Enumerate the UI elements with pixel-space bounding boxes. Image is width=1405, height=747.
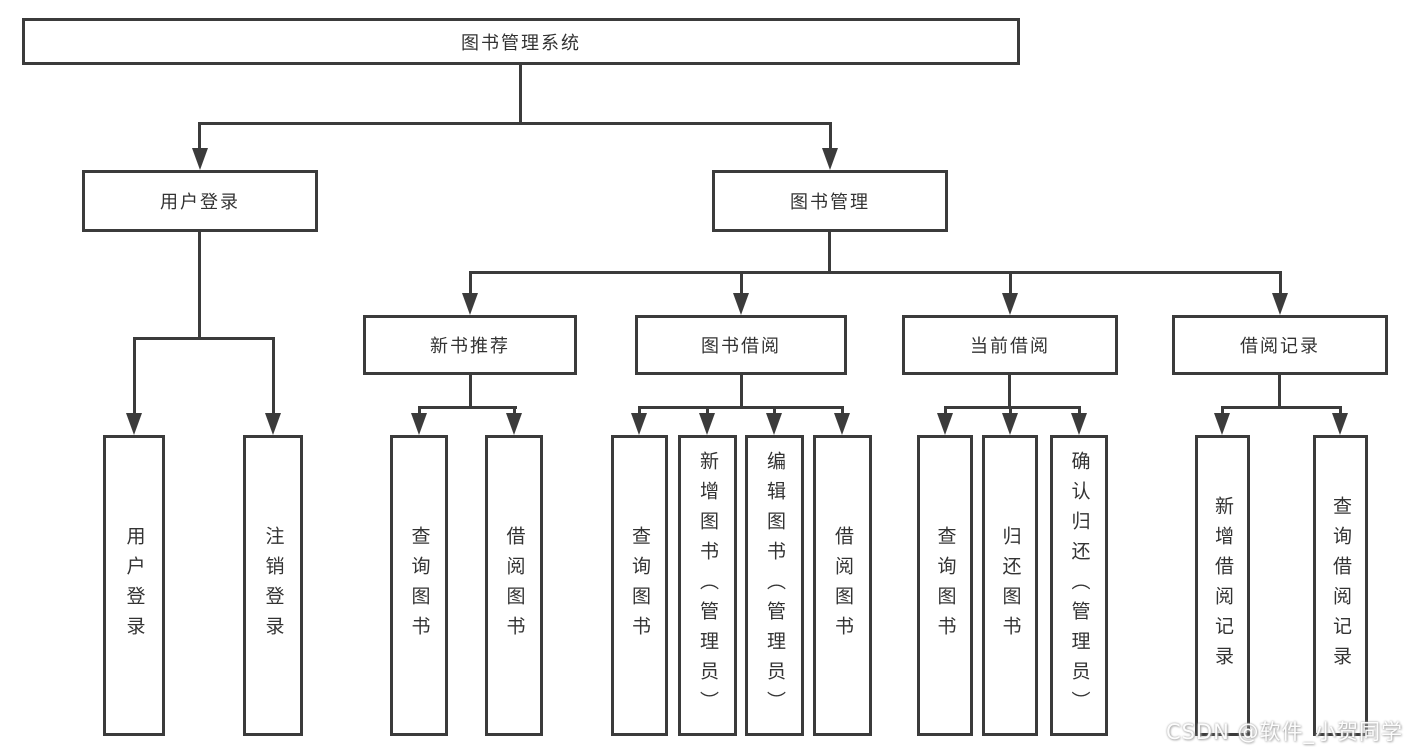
leaf-borrow-books-borrowing: 借阅图书 — [813, 435, 872, 736]
arrowhead — [411, 413, 427, 435]
node-label: 借阅记录 — [1240, 336, 1320, 357]
node-label: 用户登录 — [123, 525, 146, 646]
arrowhead — [1002, 293, 1018, 315]
connector-line — [1221, 406, 1342, 409]
arrowhead — [1272, 293, 1288, 315]
connector-line — [1339, 406, 1342, 417]
node-user-login: 用户登录 — [82, 170, 318, 232]
connector-line — [469, 271, 1281, 274]
connector-line — [469, 271, 472, 297]
node-label: 借阅图书 — [832, 525, 854, 646]
connector-line — [773, 406, 776, 417]
node-book-borrowing: 图书借阅 — [635, 315, 847, 375]
arrowhead — [699, 413, 715, 435]
arrowhead — [834, 413, 850, 435]
arrowhead — [265, 413, 281, 435]
leaf-add-book-admin: 新增图书（管理员） — [678, 435, 737, 736]
node-label: 查询图书 — [629, 525, 651, 646]
node-label: 确认归还（管理员） — [1068, 450, 1091, 721]
connector-line — [519, 65, 522, 122]
leaf-query-books-borrowing: 查询图书 — [611, 435, 668, 736]
connector-line — [706, 406, 709, 417]
arrowhead — [766, 413, 782, 435]
connector-line — [638, 406, 641, 417]
arrowhead — [192, 148, 208, 170]
arrowhead — [1071, 413, 1087, 435]
connector-line — [1278, 375, 1281, 406]
connector-line — [133, 337, 136, 417]
node-label: 查询借阅记录 — [1330, 495, 1352, 676]
arrowhead — [1002, 413, 1018, 435]
node-label: 新书推荐 — [430, 336, 510, 357]
connector-line — [638, 406, 844, 409]
connector-line — [1009, 406, 1012, 417]
connector-line — [828, 232, 831, 271]
node-new-book-recommend: 新书推荐 — [363, 315, 577, 375]
leaf-logout: 注销登录 — [243, 435, 303, 736]
node-current-borrowing: 当前借阅 — [902, 315, 1118, 375]
leaf-borrow-books-recommend: 借阅图书 — [485, 435, 543, 736]
leaf-user-login: 用户登录 — [103, 435, 165, 736]
node-label: 图书管理 — [790, 192, 870, 213]
node-label: 查询图书 — [934, 525, 957, 646]
arrowhead — [1214, 413, 1230, 435]
connector-line — [513, 406, 516, 417]
node-label: 当前借阅 — [970, 336, 1050, 357]
connector-line — [944, 406, 947, 417]
leaf-add-borrow-record: 新增借阅记录 — [1195, 435, 1250, 736]
node-label: 图书管理系统 — [461, 32, 581, 54]
node-library-system: 图书管理系统 — [22, 18, 1020, 65]
connector-line — [198, 122, 201, 152]
leaf-confirm-return-admin: 确认归还（管理员） — [1050, 435, 1108, 736]
node-label: 新增借阅记录 — [1212, 495, 1234, 676]
arrowhead — [631, 413, 647, 435]
connector-line — [1078, 406, 1081, 417]
leaf-query-books-recommend: 查询图书 — [390, 435, 448, 736]
connector-line — [418, 406, 517, 409]
connector-line — [1008, 375, 1011, 406]
connector-line — [944, 406, 1081, 409]
arrowhead — [822, 148, 838, 170]
connector-line — [133, 337, 275, 340]
connector-line — [198, 232, 201, 337]
node-label: 用户登录 — [160, 192, 240, 213]
connector-line — [418, 406, 421, 417]
connector-line — [740, 375, 743, 406]
node-label: 图书借阅 — [701, 336, 781, 357]
node-borrowing-records: 借阅记录 — [1172, 315, 1388, 375]
connector-line — [841, 406, 844, 417]
connector-line — [1279, 271, 1282, 297]
node-label: 归还图书 — [999, 525, 1022, 646]
arrowhead — [462, 293, 478, 315]
leaf-query-books-current: 查询图书 — [917, 435, 973, 736]
arrowhead — [126, 413, 142, 435]
leaf-query-borrow-record: 查询借阅记录 — [1313, 435, 1368, 736]
connector-line — [740, 271, 743, 297]
node-label: 查询图书 — [408, 525, 431, 646]
csdn-watermark: CSDN @软件_小贺同学 — [1165, 720, 1403, 744]
arrowhead — [1332, 413, 1348, 435]
node-label: 借阅图书 — [503, 525, 526, 646]
node-book-management: 图书管理 — [712, 170, 948, 232]
arrowhead — [733, 293, 749, 315]
connector-line — [1009, 271, 1012, 297]
arrowhead — [506, 413, 522, 435]
connector-line — [198, 122, 832, 125]
node-label: 新增图书（管理员） — [697, 450, 719, 721]
node-label: 编辑图书（管理员） — [764, 450, 786, 721]
connector-line — [829, 122, 832, 152]
leaf-return-books: 归还图书 — [982, 435, 1038, 736]
arrowhead — [937, 413, 953, 435]
node-label: 注销登录 — [262, 525, 285, 646]
connector-line — [469, 375, 472, 406]
leaf-edit-book-admin: 编辑图书（管理员） — [745, 435, 804, 736]
connector-line — [1221, 406, 1224, 417]
connector-line — [272, 337, 275, 417]
